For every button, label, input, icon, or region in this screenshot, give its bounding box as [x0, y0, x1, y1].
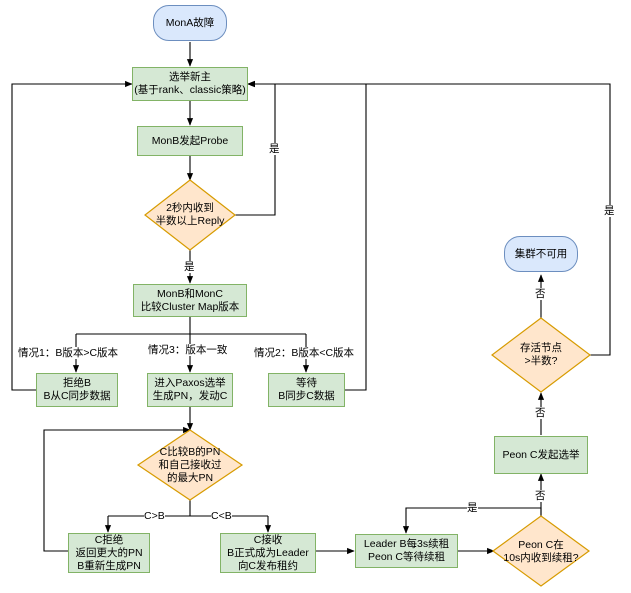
- label-c-lt-b: C<B: [211, 510, 232, 522]
- node-paxos-elect: 进入Paxos选举 生成PN，发动C: [147, 373, 233, 407]
- node-c-accept: C接收 B正式成为Leader 向C发布租约: [220, 533, 316, 573]
- label-case2: 情况2：B版本<C版本: [254, 347, 355, 359]
- node-elect-new-leader: 选举新主 (基于rank、classic策略): [132, 67, 248, 101]
- label-c-gt-b: C>B: [144, 510, 165, 522]
- node-compare-map: MonB和MonC 比较Cluster Map版本: [133, 284, 247, 317]
- diamond-pn-compare: [136, 429, 244, 501]
- node-wait-sync: 等待 B同步C数据: [268, 373, 345, 407]
- edge-alive-yes-loop: [247, 80, 611, 356]
- edge-c-reject-loop: [43, 426, 191, 552]
- label-yes-reply: 是: [184, 261, 195, 273]
- edge-pn-branch: [108, 500, 268, 517]
- label-yes-lease: 是: [467, 502, 478, 514]
- diamond-alive-check: [491, 317, 591, 393]
- label-case3: 情况3：版本一致: [148, 344, 228, 356]
- node-c-reject: C拒绝 返回更大的PN B重新生成PN: [68, 533, 150, 573]
- node-lease-renew: Leader B每3s续租 Peon C等待续租: [355, 534, 458, 568]
- label-no-alive: 否: [535, 288, 546, 300]
- decision-pn-compare-text: C比较B的PN 和自己接收过 的最大PN: [158, 445, 222, 484]
- decision-shapes: [136, 179, 591, 587]
- node-monb-probe: MonB发起Probe: [137, 126, 243, 156]
- label-no-peon: 否: [535, 407, 546, 419]
- node-peon-elect: Peon C发起选举: [494, 436, 588, 474]
- label-yes-reply-loop: 是: [269, 143, 280, 155]
- diamond-reply-check: [144, 179, 236, 251]
- decision-alive-check-text: 存活节点 >半数?: [520, 342, 562, 367]
- label-yes-alive: 是: [604, 205, 615, 217]
- label-case1: 情况1：B版本>C版本: [18, 347, 119, 359]
- label-no-lease: 否: [535, 490, 546, 502]
- edge-reject-loop: [11, 80, 133, 391]
- node-reject-sync: 拒绝B B从C同步数据: [36, 373, 118, 407]
- decision-reply-check-text: 2秒内收到 半数以上Reply: [155, 202, 225, 227]
- edge-wait-loop: [247, 80, 367, 391]
- decision-lease-check-text: Peon C在 10s内收到续租?: [503, 539, 579, 564]
- diamond-lease-check: [491, 515, 591, 587]
- node-mona-failure: MonA故障: [153, 5, 227, 41]
- node-cluster-unavailable: 集群不可用: [504, 236, 578, 272]
- edge-compare-branch: [76, 317, 306, 335]
